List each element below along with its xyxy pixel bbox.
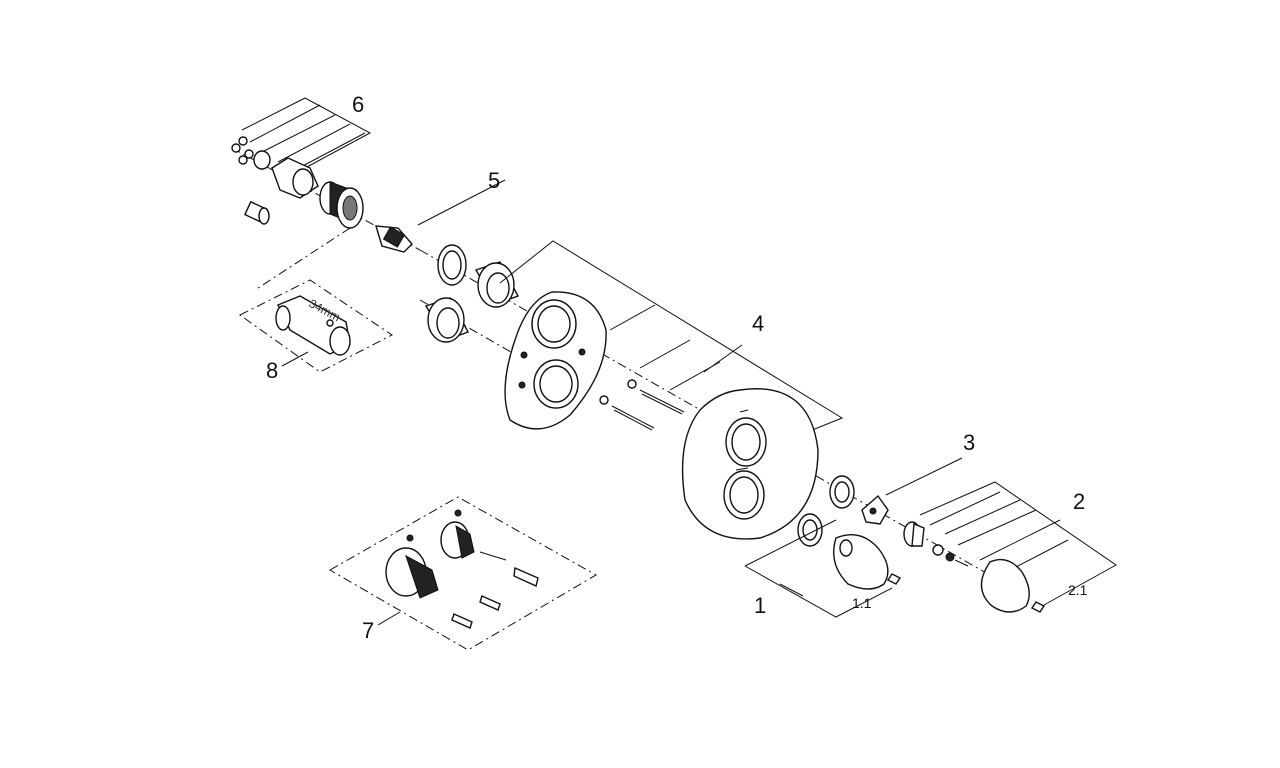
label-1: 1	[754, 593, 766, 618]
part-8-socket-tool: 34mm	[239, 279, 393, 373]
part-5-cartridge	[319, 179, 506, 286]
part-3-adapter	[797, 457, 963, 547]
part-1-handle	[744, 519, 902, 618]
callout-labels: 6 5 4 3 2 2.1 1 1.1 8 7	[266, 92, 1088, 643]
part-2-handle	[903, 481, 1117, 613]
sleeves	[424, 261, 519, 343]
part-4-plates	[499, 240, 844, 540]
part-6-fittings	[231, 97, 372, 225]
part-7-spare-kit	[328, 496, 598, 651]
label-2: 2	[1073, 489, 1085, 514]
label-1-1: 1.1	[852, 595, 872, 611]
label-3: 3	[963, 430, 975, 455]
label-5: 5	[488, 168, 500, 193]
label-7: 7	[362, 618, 374, 643]
label-2-1: 2.1	[1068, 582, 1088, 598]
label-8: 8	[266, 358, 278, 383]
label-4: 4	[752, 311, 764, 336]
mounting-screws	[599, 379, 685, 431]
label-6: 6	[352, 92, 364, 117]
